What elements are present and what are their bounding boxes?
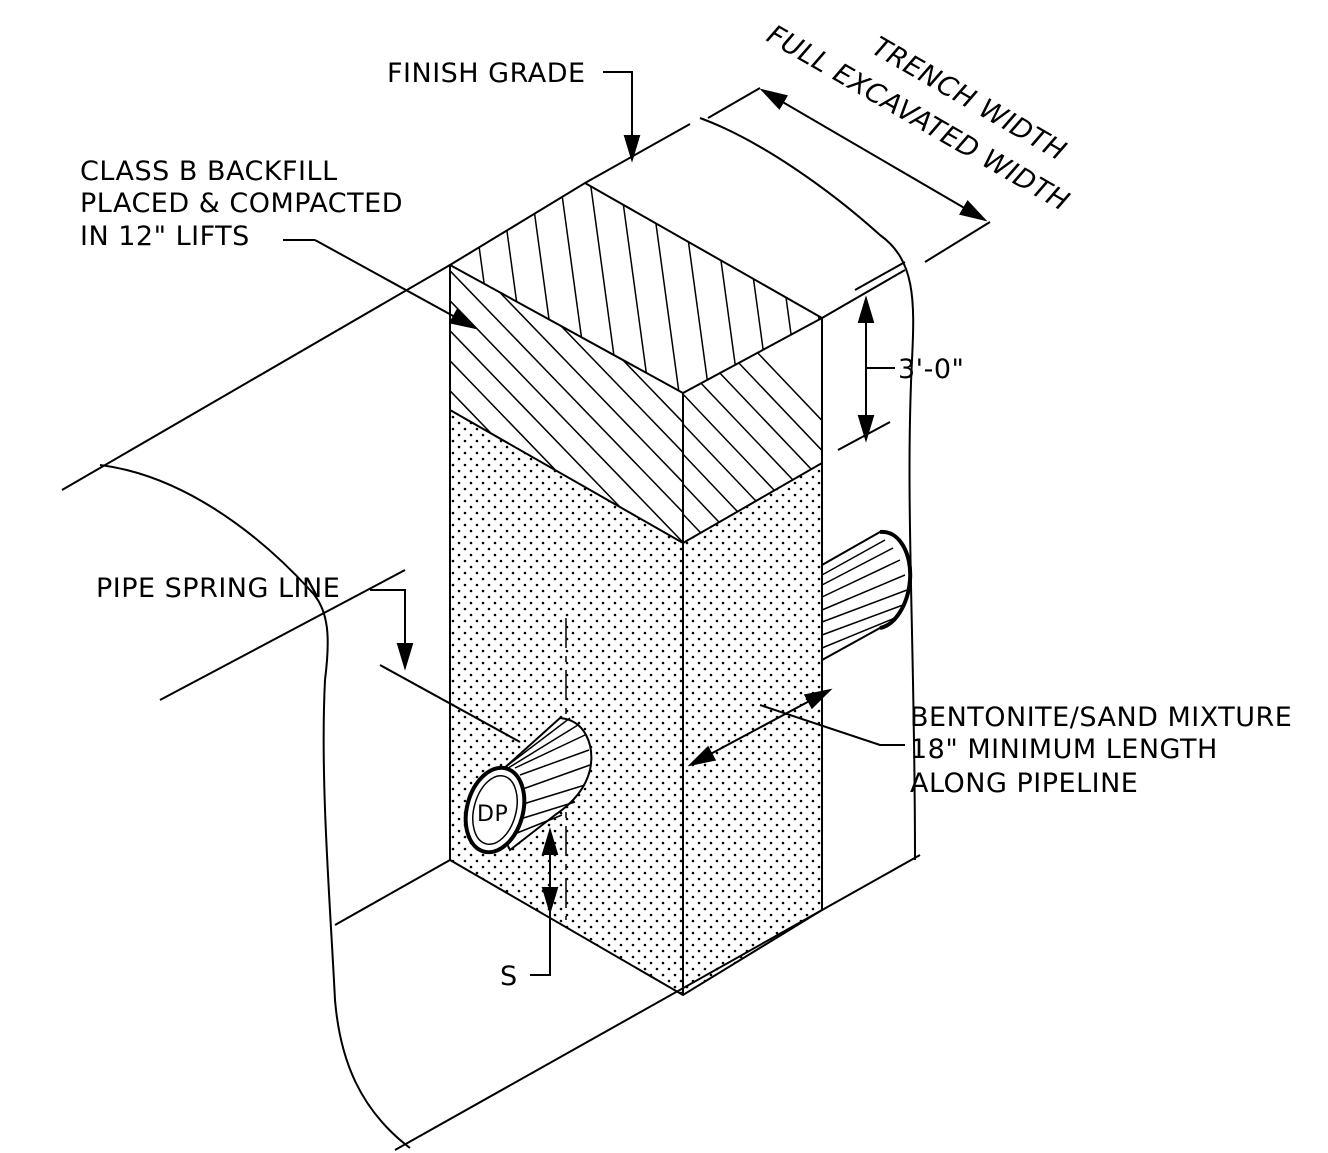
- depth-dimension: [837, 261, 906, 451]
- backfill-label-line3: IN 12" LIFTS: [80, 221, 250, 252]
- bentonite-right-face: [683, 463, 822, 995]
- pipe-spring-line-label: PIPE SPRING LINE: [96, 573, 340, 604]
- bentonite-label-line2: 18" MINIMUM LENGTH: [910, 734, 1218, 765]
- bentonite-left-face: [450, 410, 683, 995]
- pipe-back: [821, 529, 913, 662]
- depth-label: 3'-0": [898, 354, 964, 385]
- backfill-label-line1: CLASS B BACKFILL: [80, 156, 338, 187]
- trench-prism-edges: [448, 181, 825, 997]
- pipe-front: DP: [463, 716, 593, 855]
- bentonite-label-line3: ALONG PIPELINE: [910, 768, 1138, 799]
- trench-width-dimension: [707, 87, 991, 263]
- bentonite-label-line1: BENTONITE/SAND MIXTURE: [910, 702, 1292, 733]
- leaders: [283, 71, 905, 976]
- spacing-label: S: [500, 961, 518, 992]
- backfill-label-line2: PLACED & COMPACTED: [80, 188, 403, 219]
- finish-grade-label: FINISH GRADE: [387, 58, 586, 89]
- pipe-tag-label: DP: [477, 802, 508, 827]
